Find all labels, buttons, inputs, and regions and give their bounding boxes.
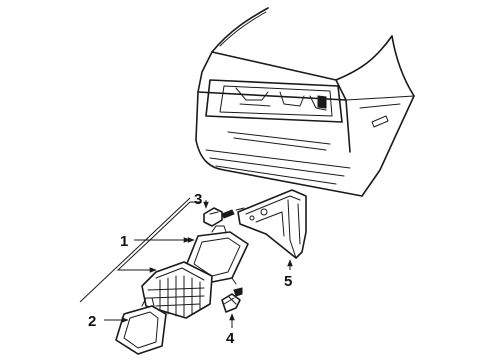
leader-1-branch: [116, 201, 200, 270]
callout-2: 2: [88, 313, 96, 330]
callout-4: 4: [226, 330, 235, 347]
bulb-socket: [203, 207, 245, 227]
mounting-screw: [221, 287, 243, 313]
callout-1: 1: [120, 233, 128, 250]
callout-5: 5: [284, 273, 292, 290]
leader-2-up: [79, 197, 191, 303]
tail-lamp-opening: [205, 79, 343, 123]
vehicle-rear-body: [195, 7, 415, 197]
mounting-bracket: [237, 189, 307, 259]
callout-3: 3: [194, 191, 202, 208]
